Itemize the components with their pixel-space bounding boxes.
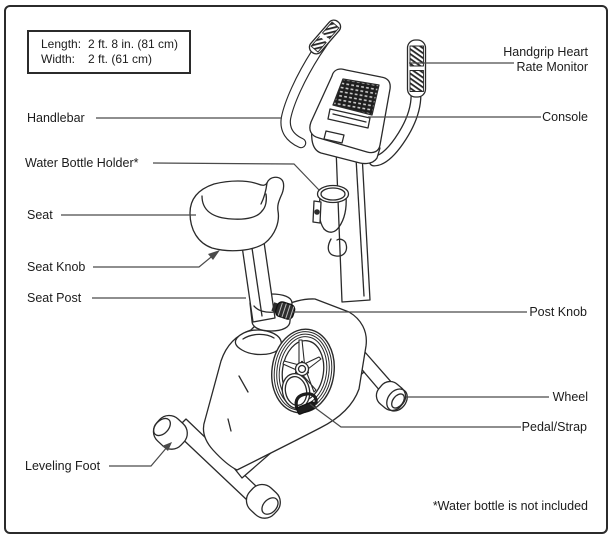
label-seat-post: Seat Post	[27, 291, 82, 305]
leveling-foot-arrowhead	[162, 442, 172, 451]
label-pedal-strap: Pedal/Strap	[521, 420, 587, 434]
label-water-bottle-holder: Water Bottle Holder*	[25, 156, 139, 170]
console-mast	[335, 147, 371, 303]
label-handgrip-line2: Rate Monitor	[516, 59, 588, 74]
width-value: 2 ft. (61 cm)	[88, 52, 153, 66]
length-value: 2 ft. 8 in. (81 cm)	[88, 37, 179, 51]
left-handlebar	[280, 19, 342, 149]
label-handgrip-heart-rate-monitor: Handgrip Heart Rate Monitor	[503, 45, 588, 74]
label-seat-knob: Seat Knob	[27, 260, 86, 274]
width-row: Width: 2 ft. (61 cm)	[41, 52, 185, 67]
post-knob-shape	[271, 301, 296, 320]
page-border	[4, 5, 608, 534]
width-label: Width:	[41, 52, 76, 66]
seat-knob-arrowhead	[208, 250, 220, 260]
leader-seat-knob	[93, 252, 217, 268]
length-label: Length:	[41, 37, 82, 51]
label-console: Console	[542, 110, 588, 124]
console-unit	[309, 68, 391, 165]
right-handgrip-sensor	[409, 45, 424, 92]
label-handlebar: Handlebar	[27, 111, 85, 125]
seat-shape	[189, 176, 285, 252]
console-vent-display	[332, 78, 380, 116]
footnote: *Water bottle is not included	[432, 499, 588, 513]
length-row: Length: 2 ft. 8 in. (81 cm)	[41, 37, 185, 52]
leader-leveling-foot	[109, 445, 169, 467]
leader-water-bottle-holder	[152, 162, 320, 191]
label-post-knob: Post Knob	[529, 305, 587, 319]
water-bottle-holder	[312, 184, 350, 257]
leader-pedal-strap	[309, 403, 521, 428]
label-handgrip-line1: Handgrip Heart	[503, 45, 588, 59]
label-leveling-foot: Leveling Foot	[25, 459, 101, 473]
label-seat: Seat	[27, 208, 53, 222]
label-wheel: Wheel	[552, 390, 588, 404]
right-handlebar	[368, 39, 427, 167]
leader-lines	[61, 62, 549, 467]
dimensions-box: Length: 2 ft. 8 in. (81 cm) Width: 2 ft. (…	[27, 30, 191, 74]
